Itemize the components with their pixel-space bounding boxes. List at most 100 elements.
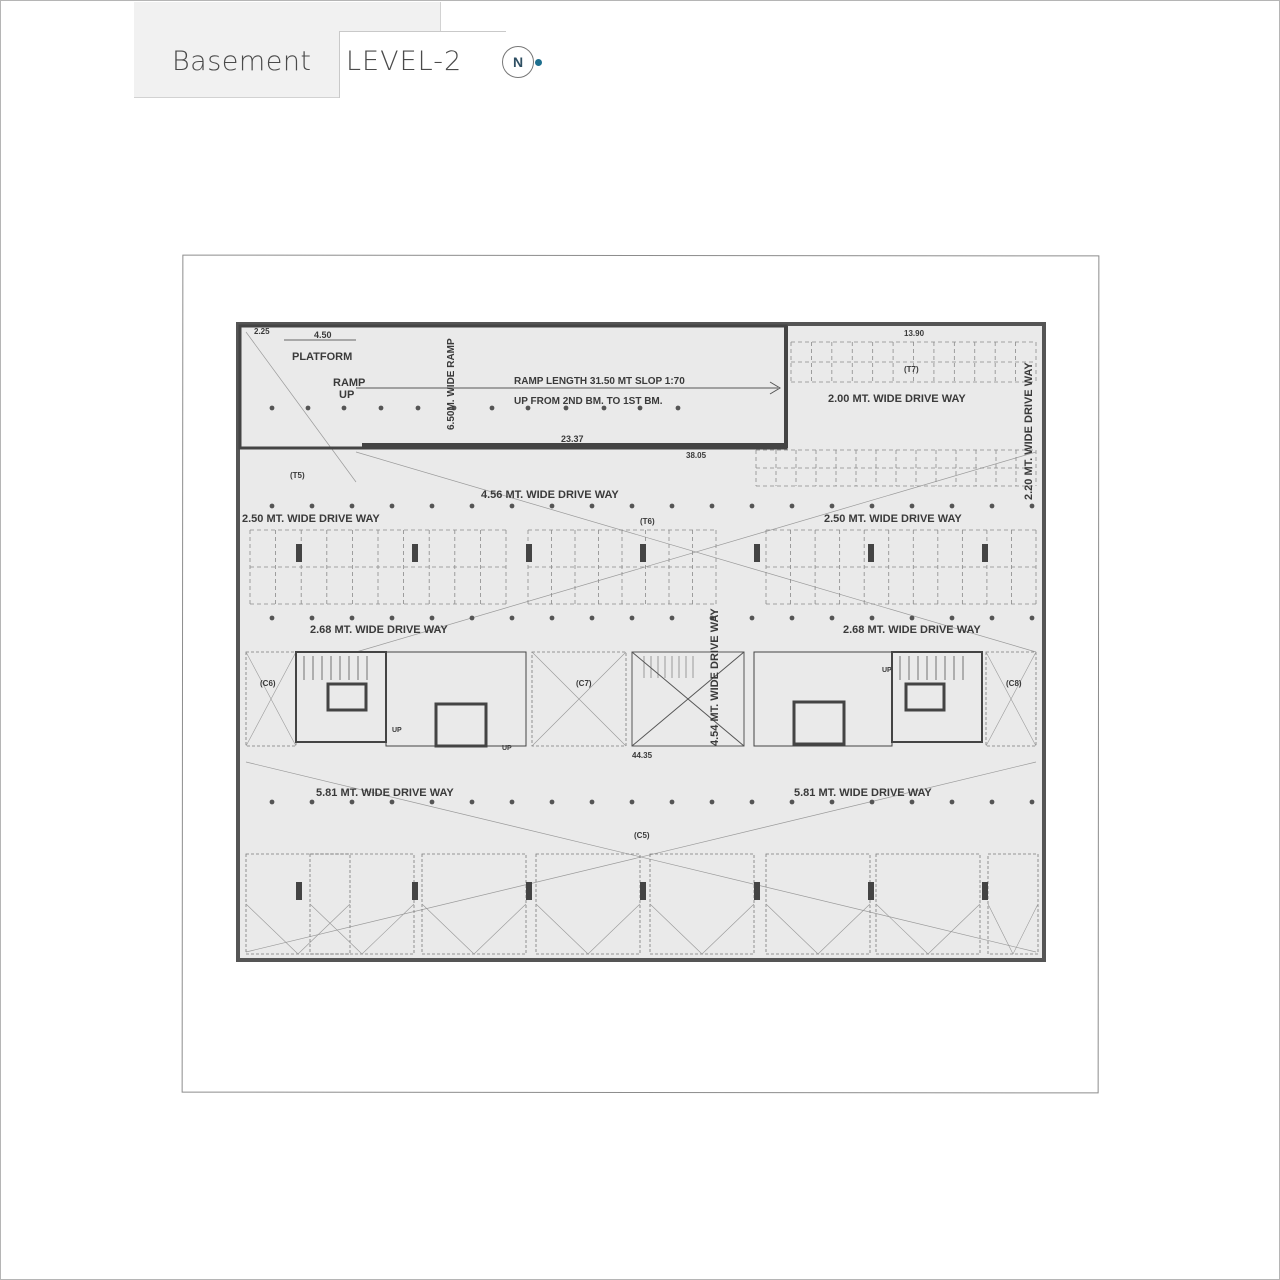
drive-581-left-label: 5.81 MT. WIDE DRIVE WAY bbox=[316, 787, 454, 799]
level-label: LEVEL-2 bbox=[346, 46, 463, 77]
basement-floor-plan: PLATFORM RAMP UP 6.50M. WIDE RAMP RAMP L… bbox=[236, 322, 1046, 962]
structural-column bbox=[378, 405, 384, 411]
structural-column bbox=[589, 503, 595, 509]
structural-column bbox=[389, 615, 395, 621]
tag-c6: (C6) bbox=[260, 679, 276, 688]
structural-column bbox=[789, 615, 795, 621]
tag-c8: (C8) bbox=[1006, 679, 1022, 688]
drive-581-right-label: 5.81 MT. WIDE DRIVE WAY bbox=[794, 787, 932, 799]
structural-column bbox=[1029, 503, 1035, 509]
structural-column bbox=[829, 503, 835, 509]
car-stacker-diag bbox=[587, 903, 641, 955]
tag-t5: (T5) bbox=[290, 471, 305, 480]
structural-column bbox=[869, 503, 875, 509]
structural-column bbox=[869, 615, 875, 621]
structural-column bbox=[451, 405, 457, 411]
structural-column bbox=[629, 503, 635, 509]
structural-column bbox=[269, 615, 275, 621]
ramp-up-label-2: UP bbox=[339, 389, 354, 401]
tag-c5: (C5) bbox=[634, 831, 650, 840]
structural-column bbox=[709, 799, 715, 805]
structural-column bbox=[949, 503, 955, 509]
structural-column bbox=[309, 799, 315, 805]
wall-pier bbox=[754, 882, 760, 900]
structural-column bbox=[909, 503, 915, 509]
car-stacker-diag bbox=[309, 903, 363, 955]
structural-column bbox=[309, 503, 315, 509]
wall-pier bbox=[640, 882, 646, 900]
wall-pier bbox=[526, 544, 532, 562]
structural-column bbox=[989, 503, 995, 509]
car-stacker-diag bbox=[297, 903, 351, 955]
structural-column bbox=[349, 503, 355, 509]
mech-car-diag bbox=[985, 651, 1037, 747]
up-label-2: UP bbox=[502, 745, 512, 752]
car-stacker-diag bbox=[361, 903, 415, 955]
north-label: N bbox=[512, 54, 524, 70]
north-indicator-dot bbox=[535, 59, 542, 66]
structural-column bbox=[749, 799, 755, 805]
car-stacker-diag bbox=[473, 903, 527, 955]
structural-column bbox=[629, 799, 635, 805]
mech-car-diag bbox=[531, 651, 627, 747]
structural-column bbox=[549, 503, 555, 509]
drive-250-left-label: 2.50 MT. WIDE DRIVE WAY bbox=[242, 513, 380, 525]
mech-car-bay bbox=[985, 651, 1037, 747]
center-core-box bbox=[631, 651, 745, 747]
structural-column bbox=[509, 799, 515, 805]
core-right bbox=[753, 651, 983, 747]
structural-column bbox=[469, 799, 475, 805]
structural-column bbox=[949, 615, 955, 621]
diagonal-line bbox=[245, 331, 357, 483]
structural-column bbox=[669, 799, 675, 805]
structural-column bbox=[469, 615, 475, 621]
wall-pier bbox=[868, 544, 874, 562]
structural-column bbox=[829, 615, 835, 621]
wall-pier bbox=[868, 882, 874, 900]
structural-column bbox=[389, 503, 395, 509]
page-title: Basement bbox=[172, 46, 312, 77]
wall-pier bbox=[640, 544, 646, 562]
drive-456-label: 4.56 MT. WIDE DRIVE WAY bbox=[481, 489, 619, 501]
center-core bbox=[631, 651, 745, 747]
structural-column bbox=[589, 615, 595, 621]
wall-pier bbox=[526, 882, 532, 900]
dim-3805: 38.05 bbox=[686, 451, 707, 460]
wall-pier bbox=[412, 882, 418, 900]
wall-pier bbox=[982, 882, 988, 900]
structural-column bbox=[989, 799, 995, 805]
structural-column bbox=[269, 503, 275, 509]
north-arrow-icon: N bbox=[502, 46, 534, 78]
structural-column bbox=[305, 405, 311, 411]
car-stacker-diag bbox=[817, 903, 871, 955]
structural-column bbox=[789, 503, 795, 509]
structural-column bbox=[525, 405, 531, 411]
structural-column bbox=[629, 615, 635, 621]
structural-column bbox=[389, 799, 395, 805]
dim-1390: 13.90 bbox=[904, 329, 925, 338]
car-stacker-diag bbox=[765, 903, 819, 955]
structural-column bbox=[563, 405, 569, 411]
structural-column bbox=[669, 503, 675, 509]
up-label-3: UP bbox=[882, 667, 892, 674]
structural-column bbox=[509, 503, 515, 509]
ramp-direction-label: UP FROM 2ND BM. TO 1ST BM. bbox=[514, 396, 663, 407]
drive-220-label: 2.20 MT. WIDE DRIVE WAY bbox=[1023, 362, 1035, 500]
car-stacker-diag bbox=[927, 903, 981, 955]
drive-268-left-label: 2.68 MT. WIDE DRIVE WAY bbox=[310, 624, 448, 636]
car-stacker-diag bbox=[1012, 903, 1039, 955]
duct-right bbox=[904, 682, 946, 712]
structural-column bbox=[429, 799, 435, 805]
dim-450: 4.50 bbox=[314, 330, 332, 340]
foyer-right bbox=[753, 651, 893, 747]
wall-pier bbox=[296, 882, 302, 900]
dim-2337: 23.37 bbox=[561, 434, 584, 444]
drive-454-label: 4.54 MT. WIDE DRIVE WAY bbox=[709, 608, 721, 746]
plan-generated-layer bbox=[245, 331, 1039, 955]
diagonal-line bbox=[355, 451, 1037, 653]
structural-column bbox=[675, 405, 681, 411]
structural-column bbox=[749, 503, 755, 509]
drive-268-right-label: 2.68 MT. WIDE DRIVE WAY bbox=[843, 624, 981, 636]
structural-column bbox=[489, 405, 495, 411]
wall-pier bbox=[754, 544, 760, 562]
